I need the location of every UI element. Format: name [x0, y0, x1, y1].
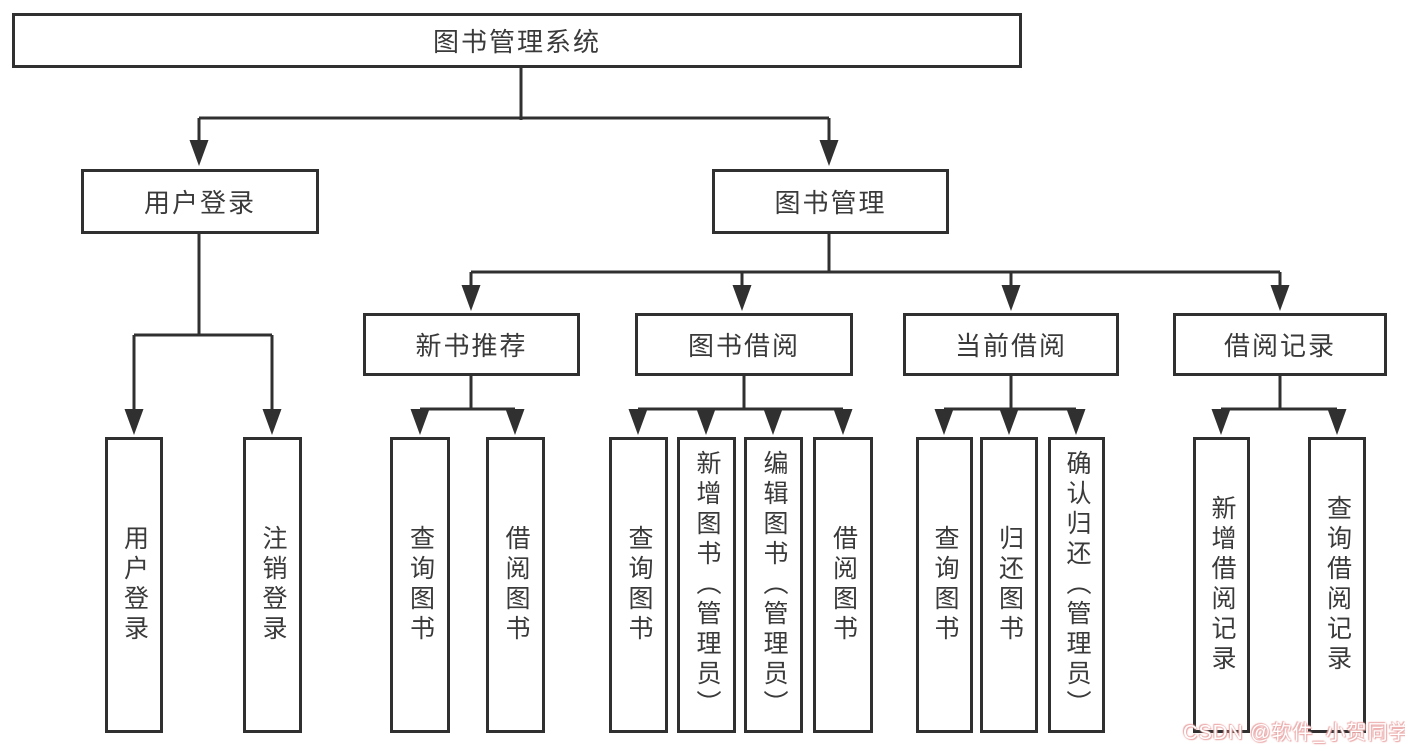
- node-label: 新书推荐: [415, 331, 528, 361]
- node-label: 新增借阅记录: [1208, 495, 1236, 675]
- leaf-borrow-books-borrow: 借阅图书: [813, 437, 873, 733]
- node-label: 当前借阅: [954, 331, 1067, 361]
- node-book-management: 图书管理: [712, 169, 949, 234]
- node-root: 图书管理系统: [12, 13, 1022, 68]
- node-label: 图书管理: [774, 188, 887, 218]
- leaf-logout: 注销登录: [243, 437, 302, 733]
- node-label: 确认归还（管理员）: [1063, 450, 1091, 720]
- leaf-confirm-return-admin: 确认归还（管理员）: [1048, 437, 1105, 733]
- leaf-query-borrow-record: 查询借阅记录: [1308, 437, 1366, 733]
- leaf-query-books-recommend: 查询图书: [390, 437, 450, 733]
- leaf-return-book: 归还图书: [980, 437, 1038, 733]
- node-label: 新增图书（管理员）: [693, 450, 721, 720]
- node-label: 查询借阅记录: [1323, 495, 1352, 675]
- node-label: 用户登录: [143, 188, 256, 218]
- node-label: 编辑图书（管理员）: [760, 450, 788, 720]
- node-label: 查询图书: [625, 525, 653, 645]
- node-borrow-records: 借阅记录: [1173, 313, 1387, 376]
- leaf-add-borrow-record: 新增借阅记录: [1193, 437, 1250, 733]
- leaf-edit-book-admin: 编辑图书（管理员）: [744, 437, 803, 733]
- node-current-borrow: 当前借阅: [903, 313, 1119, 376]
- leaf-borrow-books-recommend: 借阅图书: [486, 437, 545, 733]
- node-label: 注销登录: [259, 525, 287, 645]
- leaf-user-login: 用户登录: [105, 437, 163, 733]
- leaf-query-books-current: 查询图书: [916, 437, 973, 733]
- leaf-query-books-borrow: 查询图书: [609, 437, 668, 733]
- node-label: 图书管理系统: [432, 27, 601, 57]
- node-label: 查询图书: [931, 525, 959, 645]
- node-new-book-recommend: 新书推荐: [363, 313, 580, 376]
- node-label: 归还图书: [995, 525, 1024, 645]
- node-label: 借阅图书: [829, 525, 858, 645]
- node-label: 用户登录: [120, 525, 149, 645]
- csdn-watermark: CSDN @软件_小贺同学: [1183, 722, 1405, 744]
- node-label: 图书借阅: [687, 331, 800, 361]
- node-user-login: 用户登录: [81, 169, 319, 234]
- node-label: 借阅图书: [502, 525, 530, 645]
- node-book-borrow: 图书借阅: [635, 313, 853, 376]
- node-label: 查询图书: [406, 525, 435, 645]
- leaf-add-book-admin: 新增图书（管理员）: [677, 437, 736, 733]
- node-label: 借阅记录: [1223, 331, 1336, 361]
